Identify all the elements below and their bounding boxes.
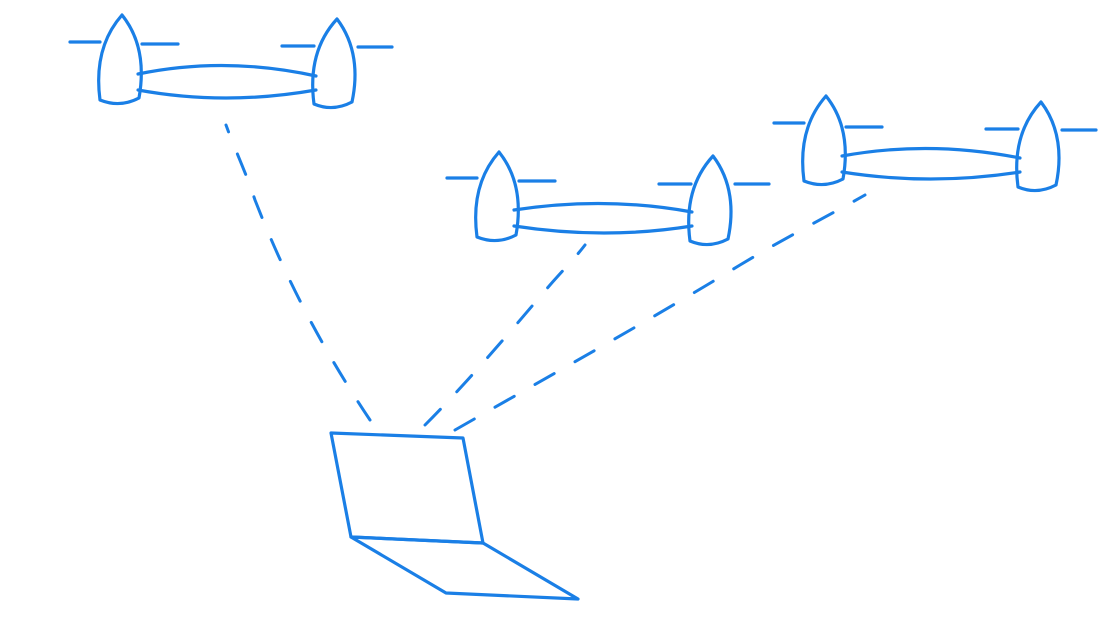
- link-laptop-drone-3: [453, 193, 867, 432]
- drone-arm-top: [840, 146, 1022, 160]
- laptop: [329, 431, 580, 601]
- drone-rotor-left: [801, 94, 847, 187]
- drone-rotor-right: [687, 154, 733, 247]
- drone-1: [68, 13, 394, 110]
- laptop-icon: [329, 431, 580, 601]
- laptop-screen: [329, 431, 485, 545]
- drone-icon: [445, 150, 771, 247]
- drone-rotor-right: [311, 17, 357, 110]
- drone-rotor-left: [97, 13, 143, 106]
- drone-arm-bottom: [512, 224, 694, 235]
- drone-arm-top: [136, 63, 318, 78]
- link-laptop-drone-2: [423, 243, 587, 427]
- laptop-keyboard: [349, 535, 580, 601]
- drone-arm-top: [512, 201, 694, 214]
- drone-rotor-right: [1015, 100, 1061, 193]
- drone-icon: [68, 13, 394, 110]
- drone-icon: [772, 94, 1098, 193]
- drone-rotor-left: [474, 150, 520, 243]
- link-laptop-drone-1: [224, 123, 372, 422]
- drone-arm-bottom: [840, 170, 1022, 181]
- drone-3: [772, 94, 1098, 193]
- links: [224, 123, 867, 432]
- drone-arm-bottom: [136, 88, 318, 100]
- drone-2: [445, 150, 771, 247]
